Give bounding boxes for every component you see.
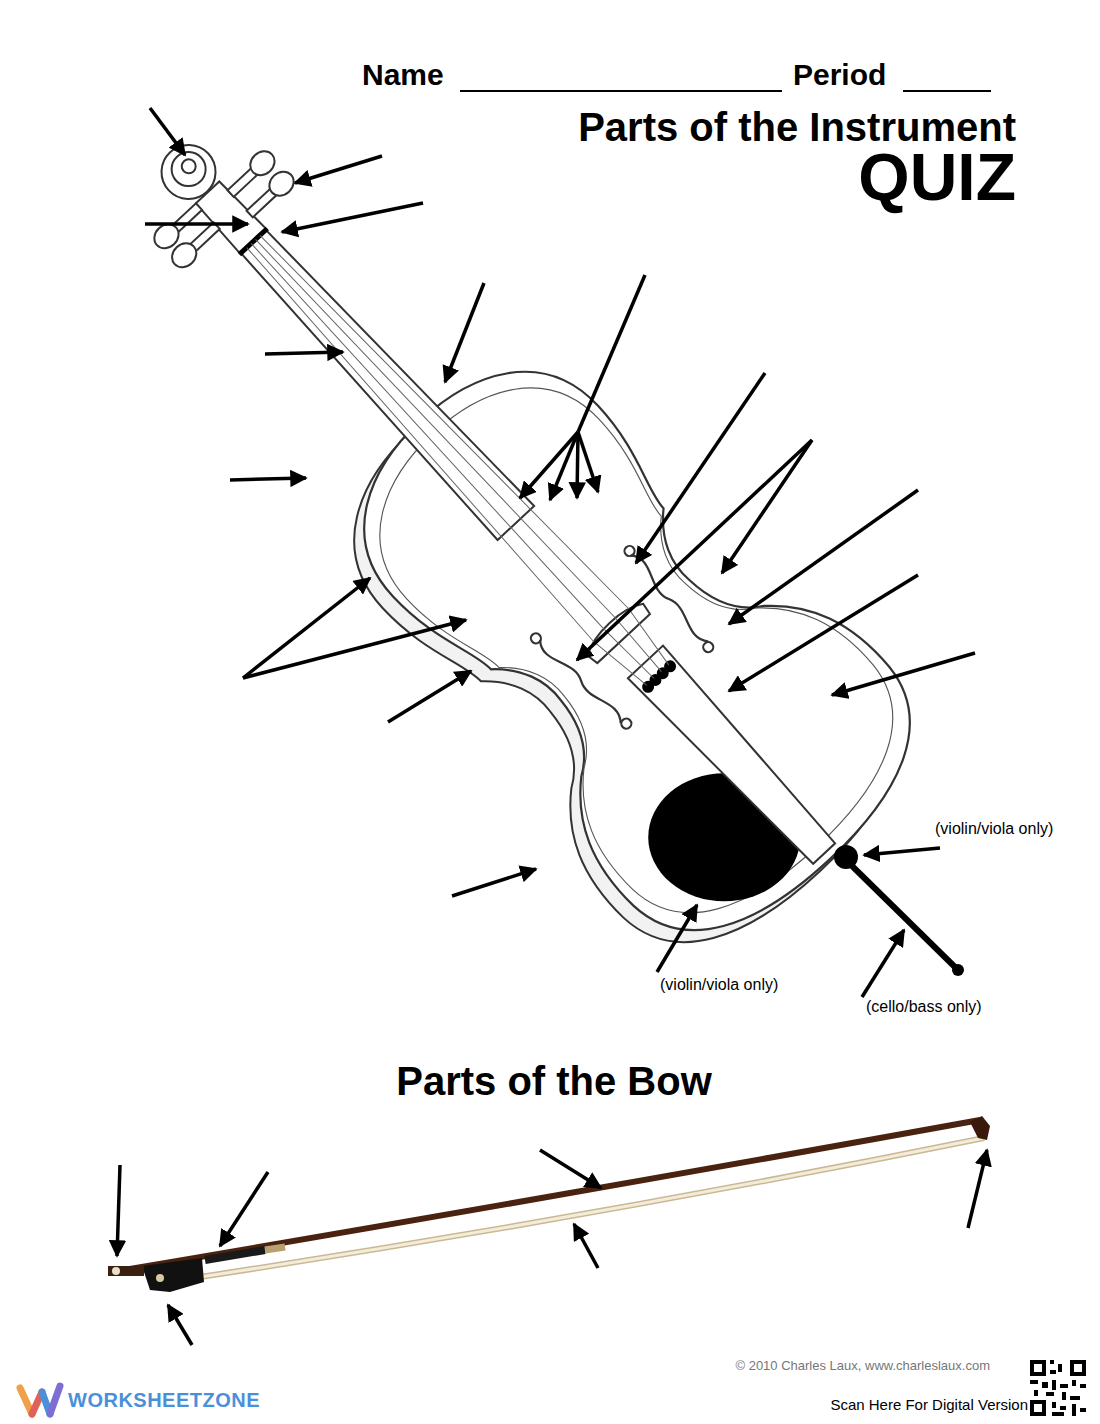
nut: [239, 228, 267, 254]
bow-screw: [108, 1266, 144, 1276]
strings: [236, 225, 676, 691]
bow-stick: [112, 1120, 980, 1272]
note-label: (violin/viola only): [935, 820, 1053, 838]
quiz-arrows: [145, 108, 975, 997]
endpin: [848, 862, 958, 970]
bow-tip: [970, 1116, 990, 1140]
f-hole-eye: [701, 640, 715, 654]
f-hole-eye: [619, 716, 633, 730]
frog-eye: [156, 1274, 164, 1282]
bow-winding: [265, 1247, 285, 1250]
copyright-note: © 2010 Charles Laux, www.charleslaux.com: [735, 1359, 990, 1374]
period-blank: [903, 90, 991, 92]
screw-button: [112, 1267, 120, 1275]
quiz-heading: QUIZ: [858, 140, 1016, 216]
name-blank: [460, 90, 782, 92]
section-heading: Parts of the Bow: [4, 1058, 1100, 1104]
field-label: Period: [793, 58, 886, 93]
qr-code: [1030, 1360, 1086, 1416]
end-button: [834, 845, 858, 869]
scroll: [150, 134, 226, 210]
endpin-tip: [952, 964, 964, 976]
bow-hair-light: [200, 1138, 984, 1277]
field-label: Name: [362, 58, 444, 93]
tailpiece: [628, 646, 842, 870]
brand-logo: [20, 1386, 60, 1414]
bridge: [582, 597, 652, 664]
f-hole-eye: [622, 544, 636, 558]
bow-frog: [142, 1258, 204, 1292]
qr-caption: Scan Here For Digital Version: [830, 1396, 1028, 1413]
brand-name: WORKSHEETZONE: [68, 1389, 260, 1412]
bow-arrows: [117, 1150, 987, 1345]
f-hole-eye: [529, 631, 543, 645]
bow-hair: [200, 1138, 984, 1277]
bow-grip: [205, 1250, 265, 1260]
bow-illustration: [108, 1116, 990, 1345]
note-label: (cello/bass only): [866, 998, 982, 1016]
note-label: (violin/viola only): [660, 976, 778, 994]
answer-blanks: [460, 90, 991, 92]
violin-illustration: [42, 33, 965, 987]
fingerboard: [235, 224, 534, 540]
f-hole-right: [625, 552, 713, 645]
fine-tuners: [640, 658, 679, 695]
